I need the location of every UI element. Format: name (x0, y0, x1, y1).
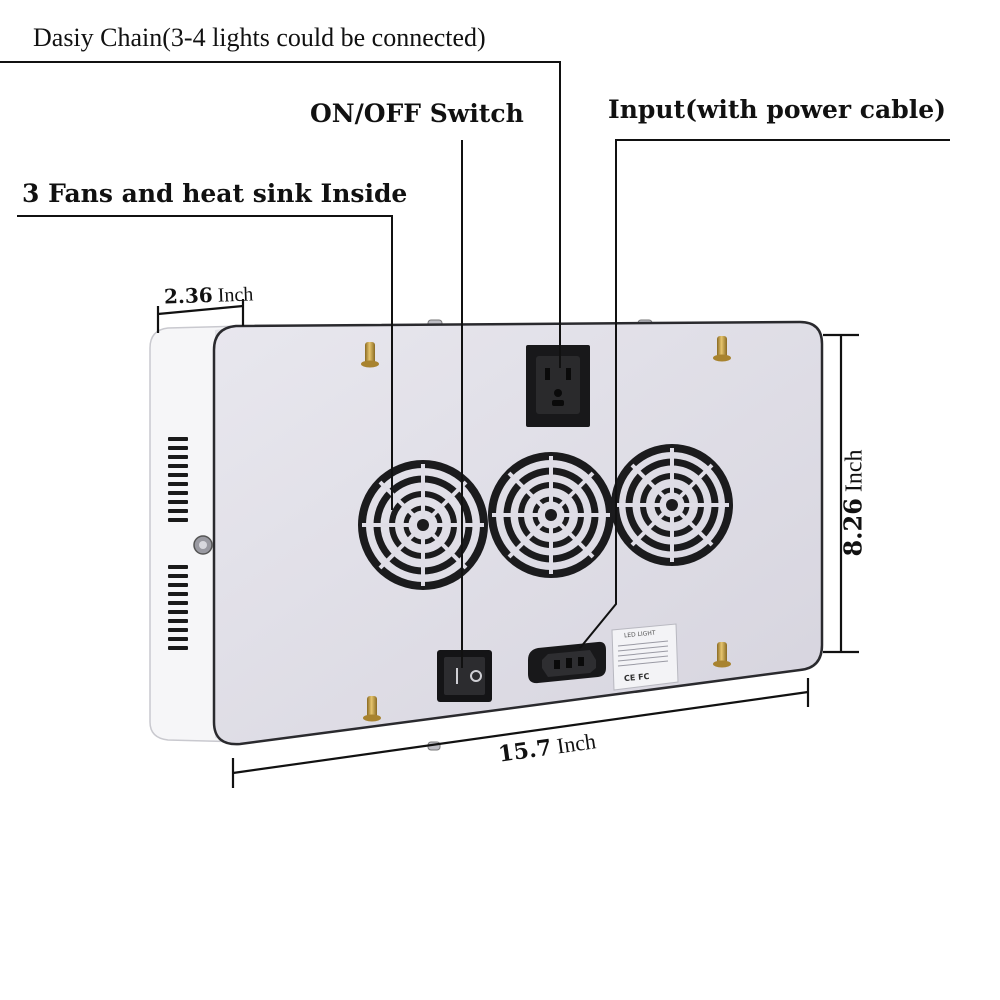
dimension-lines (156, 299, 859, 788)
fans-label: 3 Fans and heat sink Inside (22, 179, 408, 208)
side-knob (193, 535, 213, 555)
daisy-chain-socket (526, 345, 590, 427)
switch-label: ON/OFF Switch (310, 99, 524, 128)
height-dimension-label: 8.26 Inch (839, 449, 869, 556)
rocker-switch (437, 650, 492, 702)
depth-value: 2.36 (163, 282, 214, 309)
fan-grille-left (358, 460, 488, 590)
power-input-socket (528, 641, 606, 684)
height-unit: Inch (841, 449, 868, 493)
fan-grille-middle (488, 452, 614, 578)
daisy-chain-label: Dasiy Chain(3-4 lights could be connecte… (33, 23, 486, 52)
fan-grille-right (611, 444, 733, 566)
width-unit: Inch (555, 728, 598, 759)
depth-dimension-label: 2.36 Inch (164, 281, 254, 309)
depth-unit: Inch (217, 283, 254, 307)
brass-screws (361, 336, 731, 722)
side-vents (168, 437, 188, 650)
input-label: Input(with power cable) (608, 95, 946, 124)
back-panel (212, 320, 824, 746)
callout-leaders (0, 61, 950, 668)
height-value: 8.26 (838, 498, 868, 557)
product-label (611, 623, 679, 691)
